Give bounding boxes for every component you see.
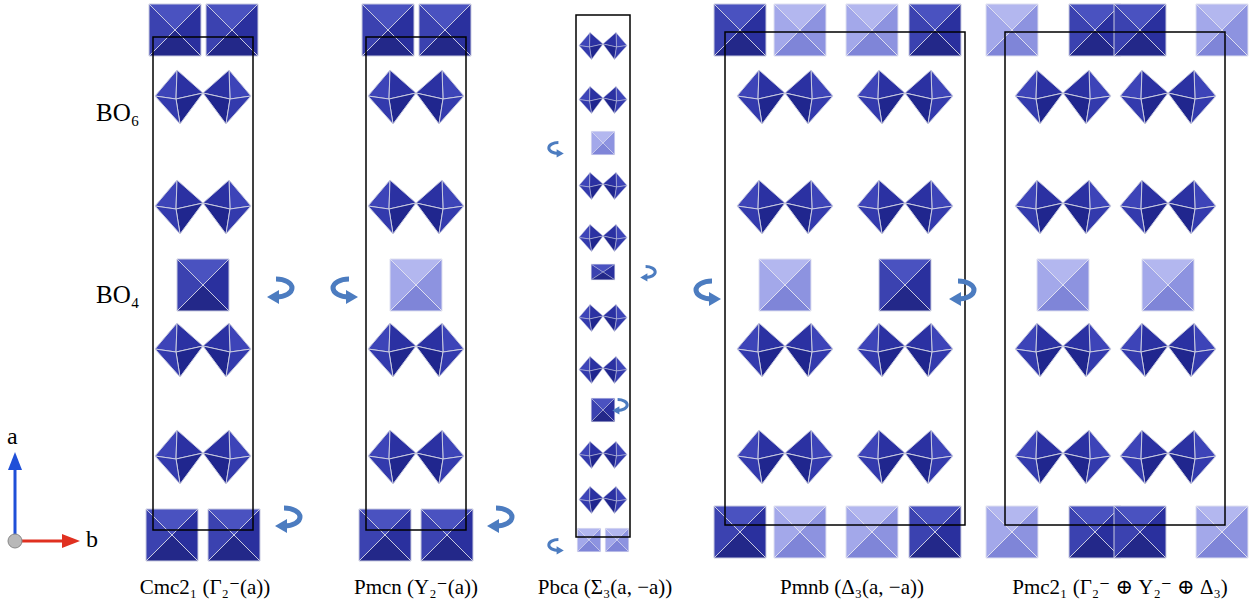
polyhedron-label: BO₄	[96, 280, 139, 310]
space-group-caption: Pbca (Σ₃(a, −a))	[538, 575, 673, 600]
axis-label: a	[7, 422, 18, 451]
space-group-caption: Cmc2₁ (Γ₂⁻(a))	[140, 575, 271, 600]
axis-label: b	[86, 525, 98, 554]
space-group-caption: Pmc2₁ (Γ₂⁻ ⊕ Y₂⁻ ⊕ Δ₃)	[1012, 575, 1228, 600]
space-group-caption: Pmcn (Y₂⁻(a))	[354, 575, 478, 600]
space-group-caption: Pmnb (Δ₃(a, −a))	[780, 575, 924, 600]
polyhedron-label: BO₆	[96, 98, 139, 128]
